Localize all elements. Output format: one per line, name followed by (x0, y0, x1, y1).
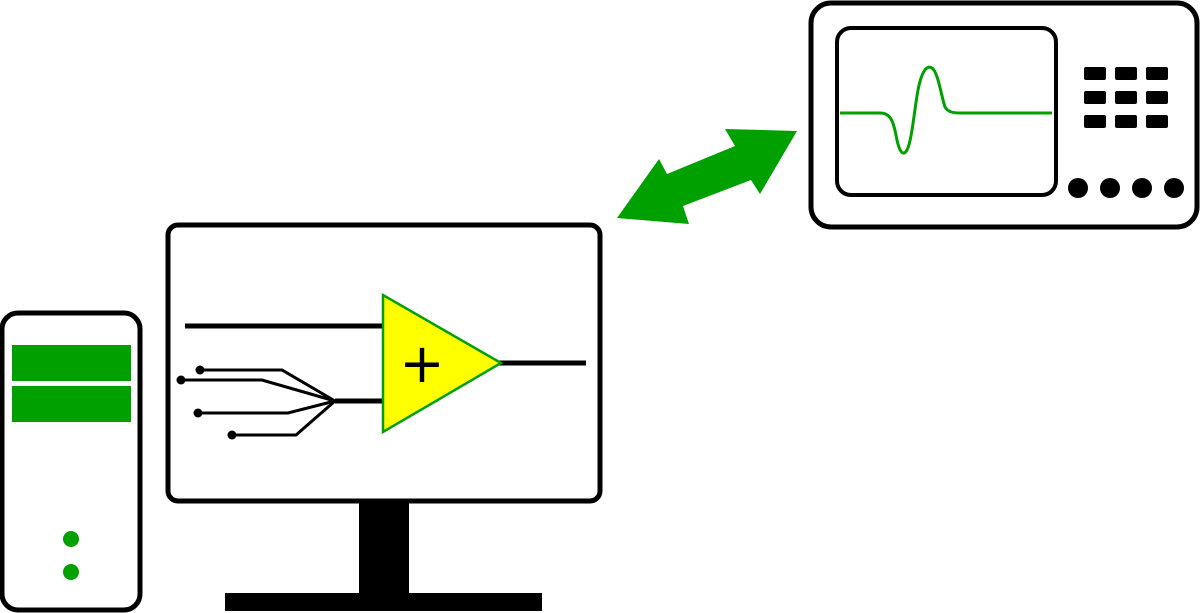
instrument-keypad (1084, 67, 1168, 128)
input-terminal-3 (193, 408, 203, 418)
keypad-button (1084, 91, 1106, 104)
amp-plus-symbol: + (399, 332, 444, 395)
summing-amplifier-symbol: + (176, 292, 586, 440)
keypad-button (1146, 67, 1168, 80)
keypad-button (1115, 115, 1137, 128)
instrument-knob (1068, 178, 1088, 198)
input-bus-lines (181, 368, 336, 437)
keypad-button (1115, 91, 1137, 104)
input-terminal-4 (227, 430, 237, 440)
waveform-trace (840, 65, 1052, 155)
tower-drive-bay-1 (12, 345, 131, 381)
monitor-base (225, 593, 542, 611)
oscilloscope-icon (808, 0, 1200, 230)
keypad-button (1084, 67, 1106, 80)
keypad-button (1146, 91, 1168, 104)
input-line-2 (181, 378, 336, 403)
input-terminal-1 (195, 365, 205, 375)
computer-tower-icon (0, 310, 143, 613)
tower-led-1 (63, 531, 79, 547)
keypad-button (1084, 115, 1106, 128)
input-line-1 (200, 368, 336, 403)
tower-led-2 (63, 564, 79, 580)
instrument-display (835, 26, 1058, 197)
input-line-3 (198, 399, 336, 415)
input-terminal-2 (176, 375, 186, 385)
instrument-knob (1132, 178, 1152, 198)
input-line-4 (232, 399, 336, 437)
instrument-knob (1164, 178, 1184, 198)
monitor-icon: + (165, 222, 603, 611)
keypad-button (1146, 115, 1168, 128)
instrument-knob (1100, 178, 1120, 198)
tower-drive-bay-2 (12, 386, 131, 422)
keypad-button (1115, 67, 1137, 80)
amp-triangle (381, 292, 504, 435)
input-terminals (176, 365, 237, 440)
bidirectional-arrow-icon (617, 129, 797, 224)
monitor-neck (359, 503, 409, 595)
instrument-knobs (1068, 178, 1184, 198)
